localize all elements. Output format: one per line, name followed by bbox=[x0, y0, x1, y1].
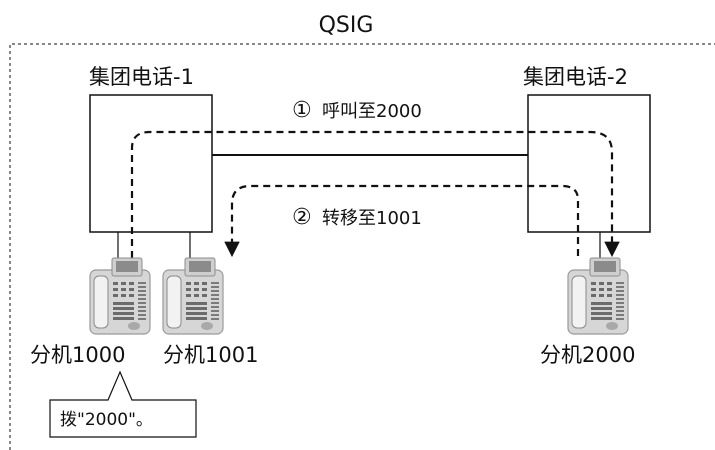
phone-ext-1001-icon bbox=[162, 257, 224, 335]
step-1-number: ① bbox=[292, 98, 312, 123]
ext-2000-label: 分机2000 bbox=[540, 343, 635, 367]
pbx-1-box bbox=[89, 94, 213, 233]
pbx-2-label: 集团电话-2 bbox=[523, 65, 628, 89]
network-label: QSIG bbox=[319, 13, 374, 38]
dial-callout-text: 拨"2000"。 bbox=[60, 410, 153, 430]
step-2-number: ② bbox=[292, 205, 312, 230]
phone-ext-1000-icon bbox=[89, 257, 151, 335]
pbx-2-box bbox=[527, 94, 651, 233]
step-2-label: 转移至1001 bbox=[322, 208, 422, 229]
call-path-to-2000 bbox=[130, 130, 620, 258]
ext-1001-label: 分机1001 bbox=[163, 343, 258, 367]
pbx-1-label: 集团电话-1 bbox=[89, 65, 194, 89]
dial-callout-box bbox=[49, 370, 197, 438]
phone-ext-2000-icon bbox=[567, 257, 629, 335]
step-1-label: 呼叫至2000 bbox=[322, 101, 422, 122]
qsig-network-boundary bbox=[9, 43, 715, 450]
ext-1000-label: 分机1000 bbox=[30, 343, 125, 367]
transfer-path-to-1001 bbox=[224, 184, 580, 258]
